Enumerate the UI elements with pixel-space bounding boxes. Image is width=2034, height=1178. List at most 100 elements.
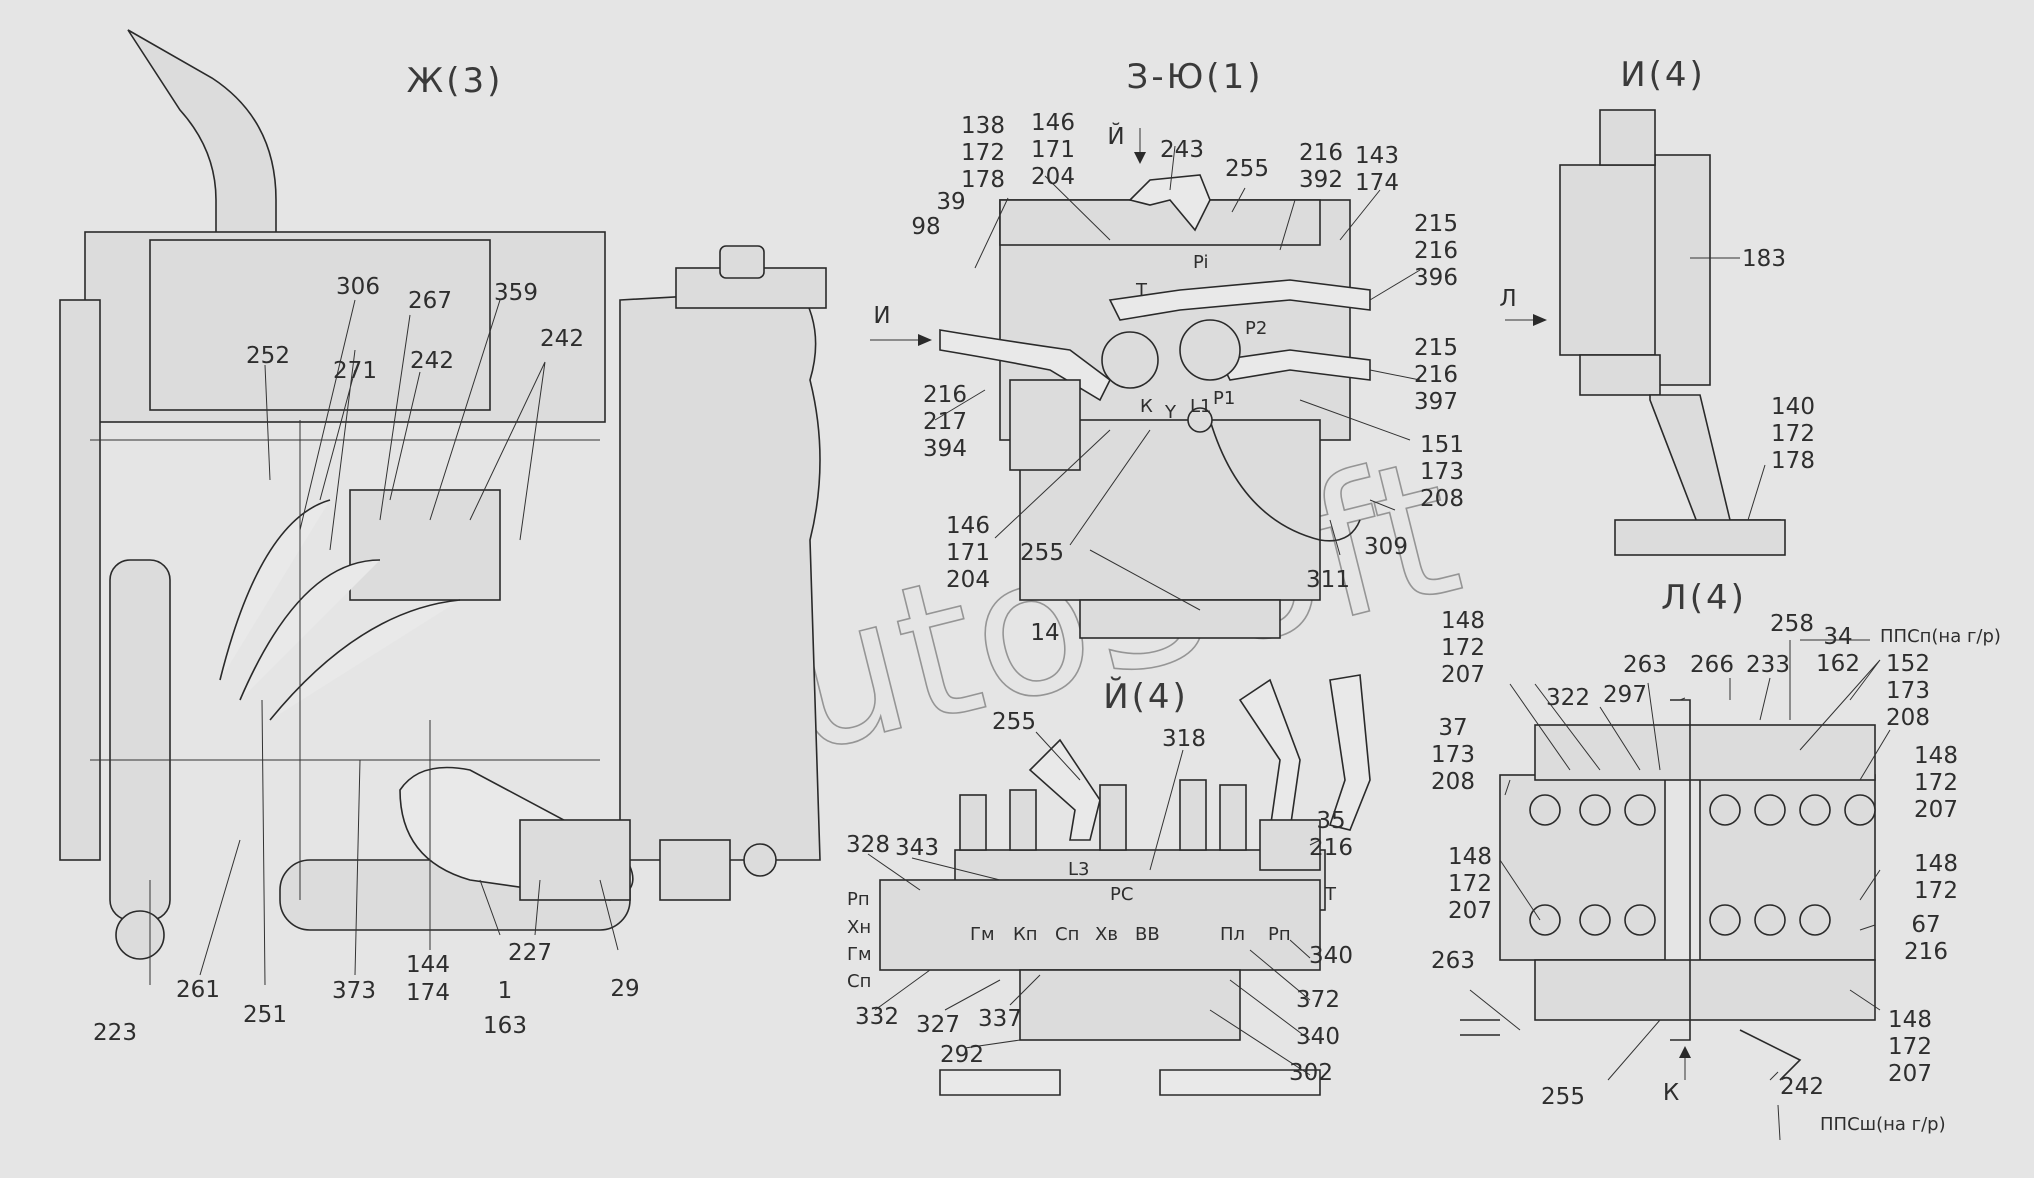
callout-z138: 138 (961, 113, 1005, 139)
callout-l263a: 263 (1623, 652, 1667, 678)
callout-z216d: 216 (923, 382, 967, 408)
filter-canister (109, 559, 171, 921)
callout-zh242b: 242 (540, 326, 584, 352)
callout-z204a: 204 (1031, 164, 1075, 190)
callout-zh223: 223 (93, 1020, 137, 1046)
callout-l148c: 148 (1448, 844, 1492, 870)
port-l1 (1187, 407, 1213, 433)
callout-z146b: 146 (946, 513, 990, 539)
callout-z171a: 171 (1031, 137, 1075, 163)
view-zh: Ж(3) 306 267 359 252 271 242 242 223 (59, 29, 827, 1046)
callout-zh227: 227 (508, 940, 552, 966)
callout-l216: 216 (1904, 939, 1948, 965)
port-mark-p1: P1 (1213, 388, 1235, 409)
callout-l172c: 172 (1448, 871, 1492, 897)
callout-y327: 327 (916, 1012, 960, 1038)
callout-z146a: 146 (1031, 110, 1075, 136)
mark-pc: РС (1110, 884, 1133, 905)
callout-zh261: 261 (176, 977, 220, 1003)
callout-z392: 392 (1299, 167, 1343, 193)
port-mark-p2: P2 (1245, 318, 1267, 339)
arrow-label-y: Й (1107, 122, 1124, 150)
hose-394 (939, 329, 1112, 402)
callout-y318: 318 (1162, 726, 1206, 752)
callout-z204b: 204 (946, 567, 990, 593)
callout-zh144: 144 (406, 952, 450, 978)
callout-y35: 35 (1316, 808, 1345, 834)
view-title-i: И(4) (1620, 55, 1706, 95)
callout-zh163: 163 (483, 1013, 527, 1039)
hose-396 (1108, 279, 1371, 321)
callout-z173: 173 (1420, 459, 1464, 485)
spool-caps (959, 779, 1247, 851)
callout-l173b: 173 (1431, 742, 1475, 768)
pipe-bottom-b (1159, 1069, 1321, 1096)
callout-z255a: 255 (1225, 156, 1269, 182)
callout-zh267: 267 (408, 288, 452, 314)
callout-zh251: 251 (243, 1002, 287, 1028)
callout-y328: 328 (846, 832, 890, 858)
valve-bottom-i (1579, 354, 1661, 396)
callout-l207c: 207 (1448, 898, 1492, 924)
callout-l207b: 207 (1914, 797, 1958, 823)
mark-rp: Рп (847, 889, 870, 910)
hose-top-y1 (1238, 678, 1301, 831)
zh-leader-lines (149, 299, 619, 986)
callout-y332: 332 (855, 1004, 899, 1030)
i-leader-lines (1690, 257, 1766, 521)
hose-top-y2 (1328, 674, 1371, 831)
tank-outline (619, 289, 821, 861)
callout-l172e: 172 (1888, 1034, 1932, 1060)
mark-kp: Кп (1013, 924, 1038, 945)
callout-z216c: 216 (1414, 362, 1458, 388)
callout-l172a: 172 (1441, 635, 1485, 661)
callout-l148a: 148 (1441, 608, 1485, 634)
callout-z14: 14 (1030, 620, 1059, 646)
callout-zh242a: 242 (410, 348, 454, 374)
callout-l297: 297 (1603, 682, 1647, 708)
mark-hn: Хн (847, 917, 871, 938)
valve-caps-z (999, 199, 1321, 246)
callout-l148d: 148 (1914, 851, 1958, 877)
y-leader-lines (867, 731, 1321, 1076)
callout-z216b: 216 (1414, 238, 1458, 264)
left-frame (59, 299, 101, 861)
port-p1 (1179, 319, 1241, 381)
arrow-label-k: К (1663, 1080, 1679, 1106)
callout-z178: 178 (961, 167, 1005, 193)
manifold-bottom-y (1019, 969, 1241, 1041)
hoses-bundle (219, 499, 461, 721)
arrow-label-l: Л (1499, 286, 1516, 312)
port-mark-l1: L1 (1190, 396, 1211, 417)
callout-l266: 266 (1690, 652, 1734, 678)
mark-t-y: Т (1324, 884, 1337, 905)
callout-l148b: 148 (1914, 743, 1958, 769)
mark-vv: ВВ (1135, 924, 1160, 945)
callout-z311: 311 (1306, 567, 1350, 593)
callout-l67: 67 (1911, 912, 1940, 938)
hose-243 (1128, 174, 1211, 232)
callout-z216a: 216 (1299, 140, 1343, 166)
callout-z39: 39 (936, 189, 965, 215)
view-z: З-Ю(1) Й И Т Pi P2 P1 К Y L1 138 172 178… (870, 57, 1464, 646)
note-pps-sh: ППСш(на г/р) (1820, 1114, 1946, 1135)
mark-hb: Хв (1095, 924, 1118, 945)
pipes-lower-l (1460, 1019, 1802, 1081)
mark-sp: Сп (847, 971, 871, 992)
callout-l258: 258 (1770, 611, 1814, 637)
hose-clamp-block (519, 819, 631, 901)
callout-y340b: 340 (1296, 1024, 1340, 1050)
z-leader-lines (934, 145, 1421, 611)
callout-zh271: 271 (333, 358, 377, 384)
mark-gm: Гм (847, 944, 872, 965)
mark-sp2: Сп (1055, 924, 1079, 945)
filler-cap (719, 245, 765, 279)
bracket-i (1649, 394, 1781, 531)
callout-z243: 243 (1160, 137, 1204, 163)
air-filter (149, 239, 491, 411)
callout-l242: 242 (1780, 1074, 1824, 1100)
arrow-label-i: И (873, 303, 890, 329)
callout-l208b: 208 (1431, 769, 1475, 795)
callout-y302: 302 (1289, 1060, 1333, 1086)
